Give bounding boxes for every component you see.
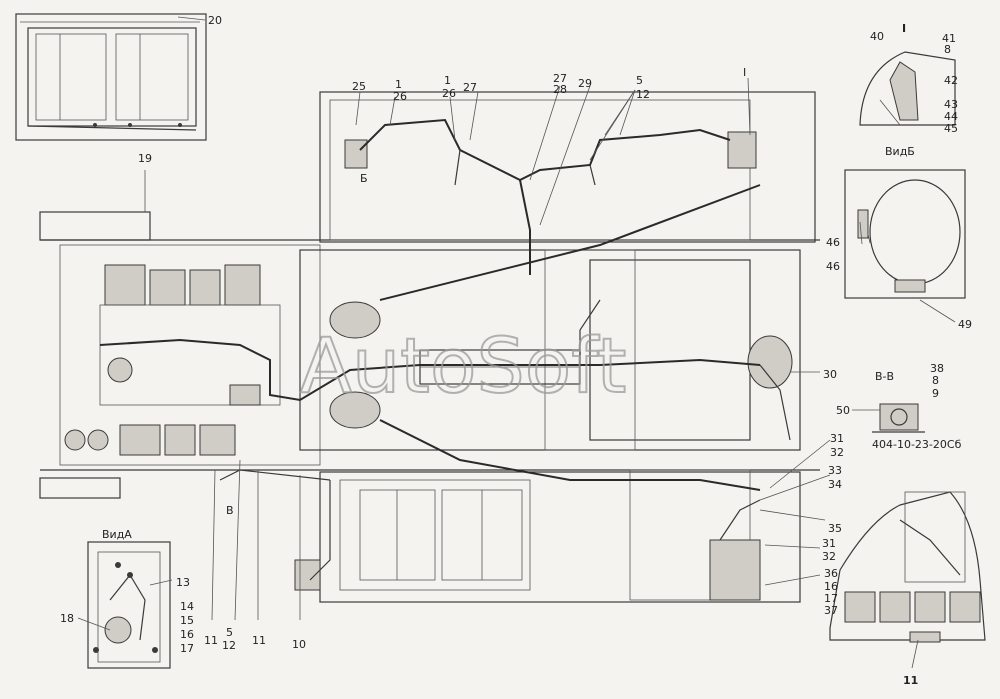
label-10: 10 [292,638,306,651]
label-5-b: 5 [226,626,233,639]
label-13: 13 [176,576,190,589]
label-view-b: ВидБ [885,145,915,158]
label-27-a: 27 [463,81,477,94]
label-45: 45 [944,122,958,135]
label-43: 43 [944,98,958,111]
view-b-inset [844,169,966,299]
label-1-a: 1 [395,78,402,91]
leader-lines [77,16,956,669]
label-50: 50 [836,404,850,417]
label-28: 28 [553,83,567,96]
label-9: 9 [932,387,939,400]
label-12-b: 12 [222,639,236,652]
label-25: 25 [352,80,366,93]
label-12-a: 12 [636,88,650,101]
inset-top-left [15,13,207,141]
label-1-b: 1 [444,74,451,87]
assembly-inset-bottom-right [829,491,986,643]
label-46-a: 46 [826,236,840,249]
label-26-a: 26 [393,90,407,103]
label-37: 37 [824,604,838,617]
label-31-a: 31 [830,432,844,445]
section-vv-inset [872,403,925,433]
label-section-vv: В-В [875,370,894,383]
label-36: 36 [824,567,838,580]
label-33: 33 [828,464,842,477]
label-49: 49 [958,318,972,331]
detail-i-inset [859,51,956,126]
label-16-b: 16 [180,628,194,641]
label-roman-i: I [743,66,746,79]
label-8-b: 8 [932,374,939,387]
label-18: 18 [60,612,74,625]
engine-block [64,264,281,456]
label-part-code: 404-10-23-20Сб [872,438,962,451]
label-41: 41 [942,32,956,45]
label-38: 38 [930,362,944,375]
label-8-a: 8 [944,43,951,56]
label-17-a: 17 [824,592,838,605]
label-11-b: 11 [252,634,266,647]
label-14: 14 [180,600,194,613]
label-40: 40 [870,30,884,43]
label-34: 34 [828,478,842,491]
drive-shaft [294,131,793,591]
label-view-a: ВидА [102,528,132,541]
label-31-b: 31 [822,537,836,550]
label-17-b: 17 [180,642,194,655]
label-29: 29 [578,77,592,90]
label-44: 44 [944,110,958,123]
watermark: AutoSoft [300,321,626,410]
label-15: 15 [180,614,194,627]
label-46-b: 46 [826,260,840,273]
label-26-b: 26 [442,87,456,100]
view-a-inset [87,541,171,669]
label-11-a: 11 [204,634,218,647]
label-27-b: 27 [553,72,567,85]
label-16-a: 16 [824,580,838,593]
label-b-bottom: В [226,504,234,517]
label-20: 20 [208,14,222,27]
label-42: 42 [944,74,958,87]
label-32-a: 32 [830,446,844,459]
callout-labels: 20 19 25 1 26 1 26 27 27 28 29 5 12 I Б … [60,14,972,687]
label-11-c: 11 [903,674,918,687]
label-5-a: 5 [636,74,643,87]
wiring-harness [99,118,791,581]
label-32-b: 32 [822,550,836,563]
battery-compartment [359,489,761,601]
label-30: 30 [823,368,837,381]
label-b-top: Б [360,172,368,185]
label-19: 19 [138,152,152,165]
label-view-i: I [902,22,906,35]
label-35: 35 [828,522,842,535]
hull-outline [39,91,820,603]
